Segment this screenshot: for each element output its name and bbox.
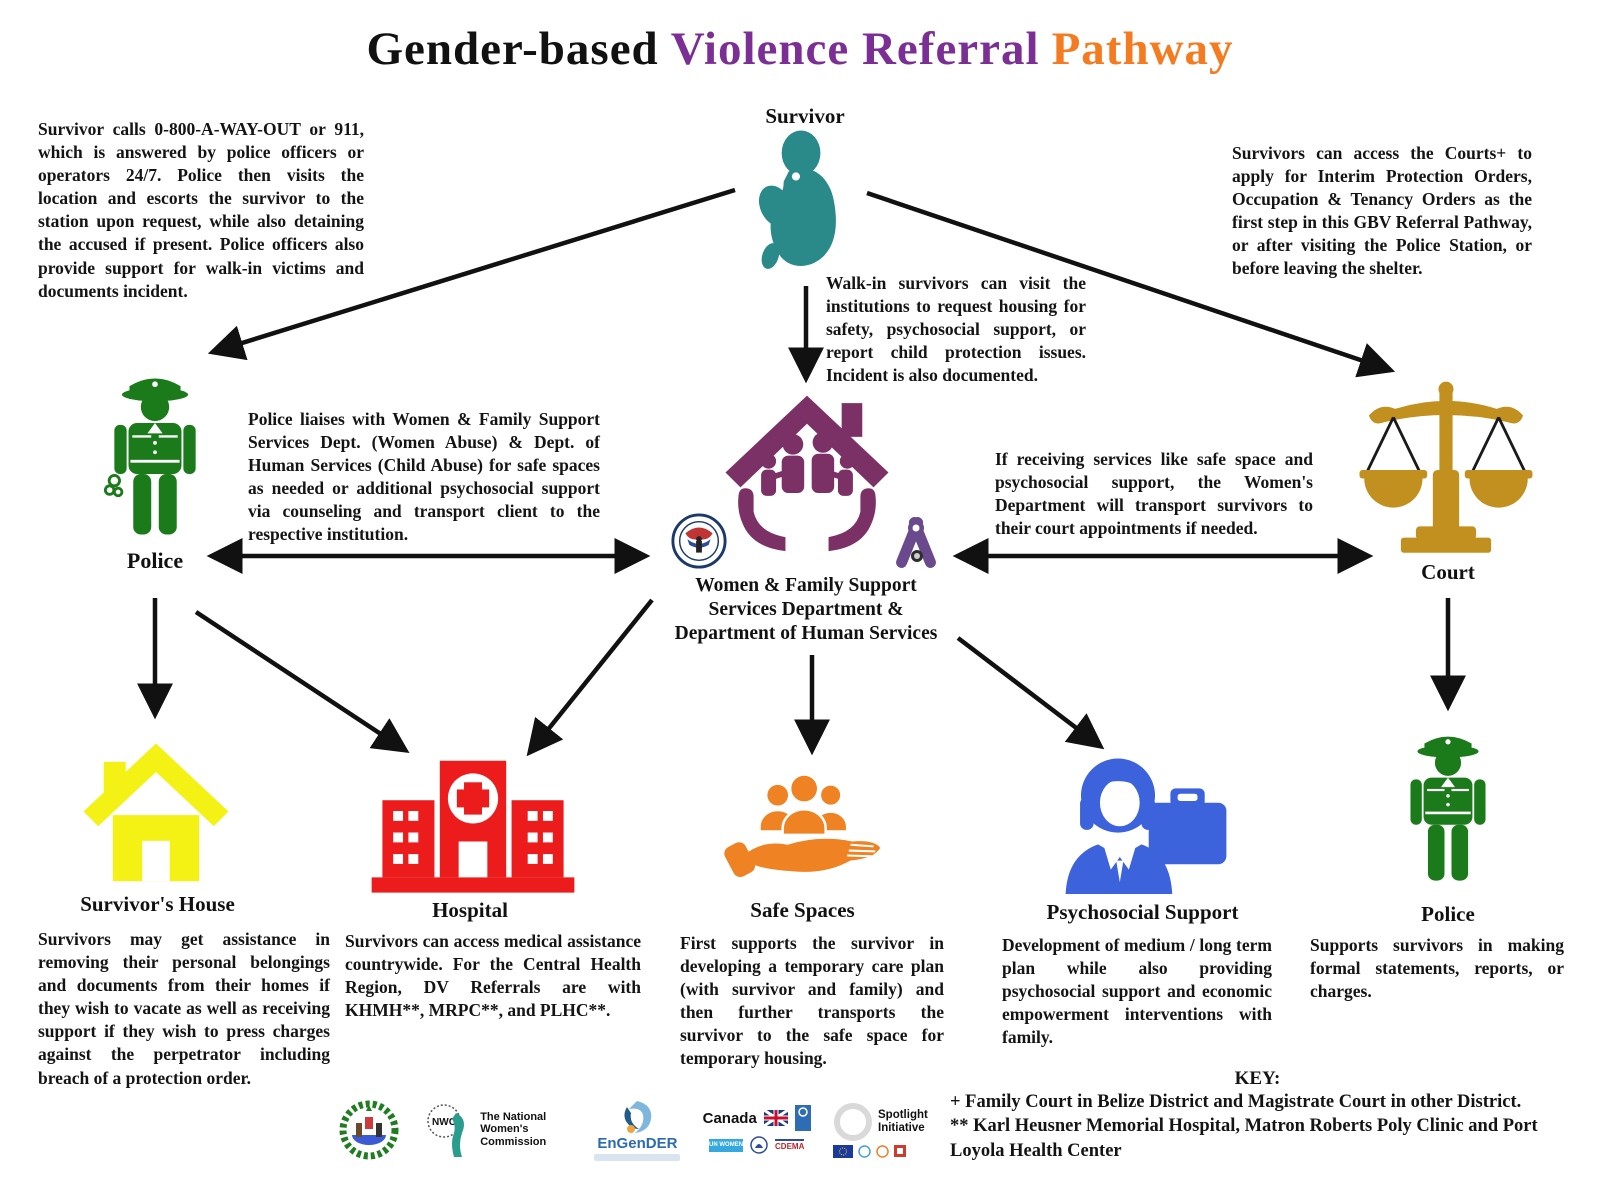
nwc-name-text: The National Women's Commission [480,1110,547,1148]
court-transport-description: If receiving services like safe space an… [995,449,1313,539]
psychosocial-support-icon [1055,754,1237,894]
engender-logo: EnGenDER [594,1099,681,1161]
key-line-family-court: + Family Court in Belize District and Ma… [950,1092,1522,1112]
police-icon [103,366,207,548]
hospital-icon [362,750,584,898]
ukaid-flag-logo [762,1108,789,1128]
title-part-purple: Violence Referral [670,23,1040,75]
spotlight-text: Spotlight Initiative [878,1109,928,1134]
safe-spaces-description: First supports the survivor in developin… [680,933,944,1069]
canada-logo: Canada [702,1109,757,1127]
survivors-house-description: Survivors may get assistance in removing… [38,929,330,1088]
funder-logo-cluster: Canada UN WOMEN CDEMA [703,1105,811,1154]
un-women-logo: UN WOMEN [709,1138,744,1152]
court-access-description: Survivors can access the Courts+ to appl… [1232,143,1532,279]
nwc-logo: NWC The National Women's Commission [422,1101,572,1159]
hospital-label: Hospital [432,898,508,922]
court-label: Court [1421,560,1475,584]
police-bottom-icon [1400,724,1496,894]
partner-logos: NWC The National Women's Commission EnGe… [338,1082,938,1177]
women-family-support-label: Women & Family Support Services Departme… [674,575,938,644]
awareness-ribbon-icon [896,516,936,580]
survivors-house-label: Survivor's House [80,892,235,916]
survivor-label: Survivor [765,104,845,128]
key-heading: KEY: [1234,1068,1281,1089]
un-emblem-icon [858,1144,871,1158]
spotlight-initiative-logo: Spotlight Initiative [833,1102,938,1158]
survivors-house-icon [78,736,234,886]
safe-spaces-icon [712,772,898,896]
wfp-logo [750,1136,768,1154]
walkin-description: Walk-in survivors can visit the institut… [826,273,1086,386]
spotlight-circle-icon [834,1102,872,1141]
hospital-description: Survivors can access medical assistance … [345,931,641,1021]
title-part-orange: Pathway [1051,23,1234,75]
family-shelter-icon [698,390,916,568]
cdema-logo: CDEMA [775,1139,805,1151]
police-liaison-description: Police liaises with Women & Family Suppo… [248,409,600,545]
human-services-seal-icon [670,512,728,570]
police-label: Police [126,548,184,573]
police-bottom-label: Police [1421,902,1475,926]
engender-caption-bar [594,1153,681,1161]
survivor-icon [748,130,850,278]
engender-text: EnGenDER [597,1134,678,1152]
belize-coat-of-arms-logo [338,1099,400,1161]
eu-flag-icon [833,1144,853,1158]
court-scales-icon [1348,376,1544,564]
title-part-black: Gender-based [366,23,659,75]
psychosocial-support-label: Psychosocial Support [1046,900,1239,924]
undp-logo [794,1105,811,1131]
psychosocial-description: Development of medium / long term plan w… [1002,935,1272,1048]
orange-circle-icon [876,1144,889,1158]
safe-spaces-label: Safe Spaces [750,898,855,922]
red-square-icon [894,1145,906,1157]
key-line-hospitals: ** Karl Heusner Memorial Hospital, Matro… [950,1116,1538,1161]
police-bottom-description: Supports survivors in making formal stat… [1310,935,1564,1002]
svg-text:NWC: NWC [432,1117,456,1128]
police-call-description: Survivor calls 0-800-A-WAY-OUT or 911, w… [38,119,364,301]
